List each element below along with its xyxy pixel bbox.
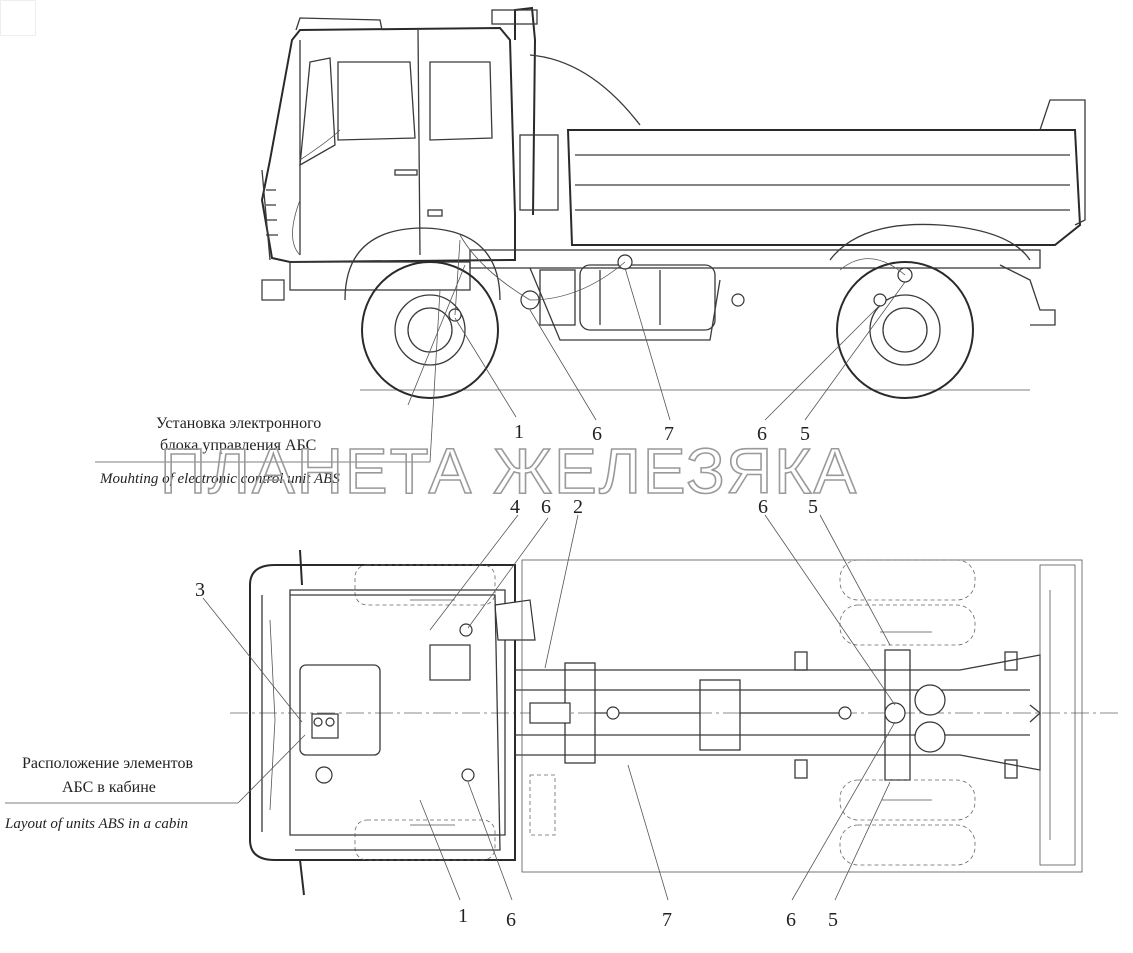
callout-6-bottom-rear: 6 — [786, 909, 796, 931]
top-callout-numbers: 4 6 2 6 5 3 1 6 7 6 5 — [195, 496, 838, 931]
callout-4-top: 4 — [510, 496, 520, 518]
callout-7-bottom: 7 — [662, 909, 672, 931]
callout-3-top: 3 — [195, 579, 205, 601]
callout-7-side: 7 — [664, 423, 674, 445]
layout-caption-ru-2: АБС в кабине — [62, 779, 156, 796]
callout-5-top: 5 — [808, 496, 818, 518]
callout-2-top: 2 — [573, 496, 583, 518]
callout-6-side: 6 — [592, 423, 602, 445]
callout-1-side: 1 — [514, 421, 524, 443]
callout-6-side-rear: 6 — [757, 423, 767, 445]
layout-caption-ru-1: Расположение элементов — [22, 755, 193, 772]
watermark: ПЛАНЕТА ЖЕЛЕЗЯКА — [160, 435, 858, 507]
callout-6-bottom: 6 — [506, 909, 516, 931]
side-callout-numbers: 1 6 7 6 5 — [514, 421, 810, 445]
side-leaders — [407, 264, 906, 421]
mount-caption-ru-2: блока управления АБС — [160, 437, 316, 454]
callout-6-top-rear: 6 — [758, 496, 768, 518]
callout-1-bottom: 1 — [458, 905, 468, 927]
callout-5-side: 5 — [800, 423, 810, 445]
callout-5-bottom: 5 — [828, 909, 838, 931]
truck-top-view — [230, 549, 1120, 896]
mount-caption-en: Mouhting of electronic control unit ABS — [99, 471, 340, 487]
layout-caption-en: Layout of units ABS in a cabin — [4, 816, 188, 832]
top-leaders — [202, 514, 896, 901]
mount-caption-ru-1: Установка электронного — [156, 415, 321, 432]
truck-side-view — [260, 6, 1086, 399]
corner-patch — [0, 0, 36, 36]
callout-6-top: 6 — [541, 496, 551, 518]
